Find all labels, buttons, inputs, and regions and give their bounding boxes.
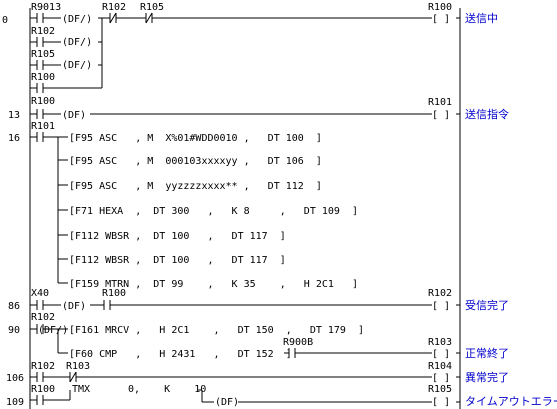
contact-label: R105 <box>140 2 164 13</box>
contact-label: R102 <box>31 26 55 37</box>
rung-comment: 正常終了 <box>465 346 509 360</box>
step-number: 0 <box>2 15 8 26</box>
df-instruction: (DF) <box>62 301 86 312</box>
rung-comment: 送信中 <box>465 11 498 25</box>
rung-comment: タイムアウトエラー <box>465 395 557 408</box>
coil-label: R102 <box>428 288 452 299</box>
rung-90[interactable]: 90 R102 (DF/) [F161 MRCV , H 2C1 , DT 15… <box>8 312 509 360</box>
rung-comment: 受信完了 <box>465 298 509 312</box>
timer-instruction: TMX <box>72 384 90 395</box>
df-instruction: (DF/) <box>38 325 68 336</box>
coil-symbol: [ ] <box>432 110 450 121</box>
contact-label: R105 <box>31 49 55 60</box>
coil-label: R105 <box>428 384 452 395</box>
function-instruction: [F95 ASC , M X%01#WDD0010 , DT 100 ] <box>69 133 322 144</box>
contact-label: R102 <box>31 361 55 372</box>
function-instruction: [F159 MTRN , DT 99 , K 35 , H 2C1 ] <box>69 279 358 290</box>
coil-label: R101 <box>428 97 452 108</box>
rung-13[interactable]: 13 R100 (DF) R101 [ ] 送信指令 <box>8 96 509 121</box>
contact-label: R101 <box>31 121 55 132</box>
rung-109[interactable]: 109 R100 TMX 0, K 10 (DF) R105 [ ] タイムアウ… <box>6 384 557 408</box>
contact-label: R100 <box>102 288 126 299</box>
rung-86[interactable]: 86 X40 R100 (DF) R102 [ ] 受信完了 <box>8 288 509 312</box>
coil-symbol: [ ] <box>432 349 450 360</box>
contact-label: R900B <box>283 337 313 348</box>
function-instruction: [F112 WBSR , DT 100 , DT 117 ] <box>69 255 286 266</box>
function-instruction: [F95 ASC , M yyzzzzxxxx** , DT 112 ] <box>69 181 322 192</box>
coil-symbol: [ ] <box>432 301 450 312</box>
contact-label: R9013 <box>31 2 61 13</box>
rung-comment: 送信指令 <box>465 107 509 121</box>
df-instruction: (DF) <box>215 397 239 408</box>
contact-label: R100 <box>31 72 55 83</box>
coil-symbol: [ ] <box>432 373 450 384</box>
function-instruction: [F95 ASC , M 000103xxxxyy , DT 106 ] <box>69 156 322 167</box>
step-number: 16 <box>8 133 20 144</box>
function-instruction: [F112 WBSR , DT 100 , DT 117 ] <box>69 231 286 242</box>
contact-label: X40 <box>31 288 49 299</box>
rung-0[interactable]: 0 R9013 R102 R105 R100 R102 R105 (DF/) (… <box>2 2 498 93</box>
df-instruction: (DF/) <box>62 60 92 71</box>
step-number: 106 <box>6 373 24 384</box>
df-instruction: (DF) <box>62 110 86 121</box>
rung-106[interactable]: 106 R102 R103 R104 [ ] 異常完了 <box>6 361 509 384</box>
contact-label: R100 <box>31 384 55 395</box>
function-instruction: [F71 HEXA , DT 300 , K 8 , DT 109 ] <box>69 206 358 217</box>
rung-comment: 異常完了 <box>465 370 509 384</box>
timer-arguments: 0, K 10 <box>128 384 206 395</box>
coil-label: R100 <box>428 2 452 13</box>
contact-label: R100 <box>31 96 55 107</box>
coil-symbol: [ ] <box>432 14 450 25</box>
step-number: 109 <box>6 397 24 408</box>
coil-symbol: [ ] <box>432 397 450 408</box>
rung-16[interactable]: 16 R101 [F95 ASC , M X%01#WDD0010 , DT 1… <box>8 121 358 290</box>
coil-label: R104 <box>428 361 452 372</box>
contact-label: R103 <box>66 361 90 372</box>
df-instruction: (DF/) <box>62 14 92 25</box>
function-instruction: [F60 CMP , H 2431 , DT 152 ] <box>69 349 292 360</box>
coil-label: R103 <box>428 337 452 348</box>
function-instruction: [F161 MRCV , H 2C1 , DT 150 , DT 179 ] <box>69 325 364 336</box>
step-number: 90 <box>8 325 20 336</box>
step-number: 86 <box>8 301 20 312</box>
contact-label: R102 <box>102 2 126 13</box>
step-number: 13 <box>8 110 20 121</box>
contact-label: R102 <box>31 312 55 323</box>
df-instruction: (DF/) <box>62 37 92 48</box>
